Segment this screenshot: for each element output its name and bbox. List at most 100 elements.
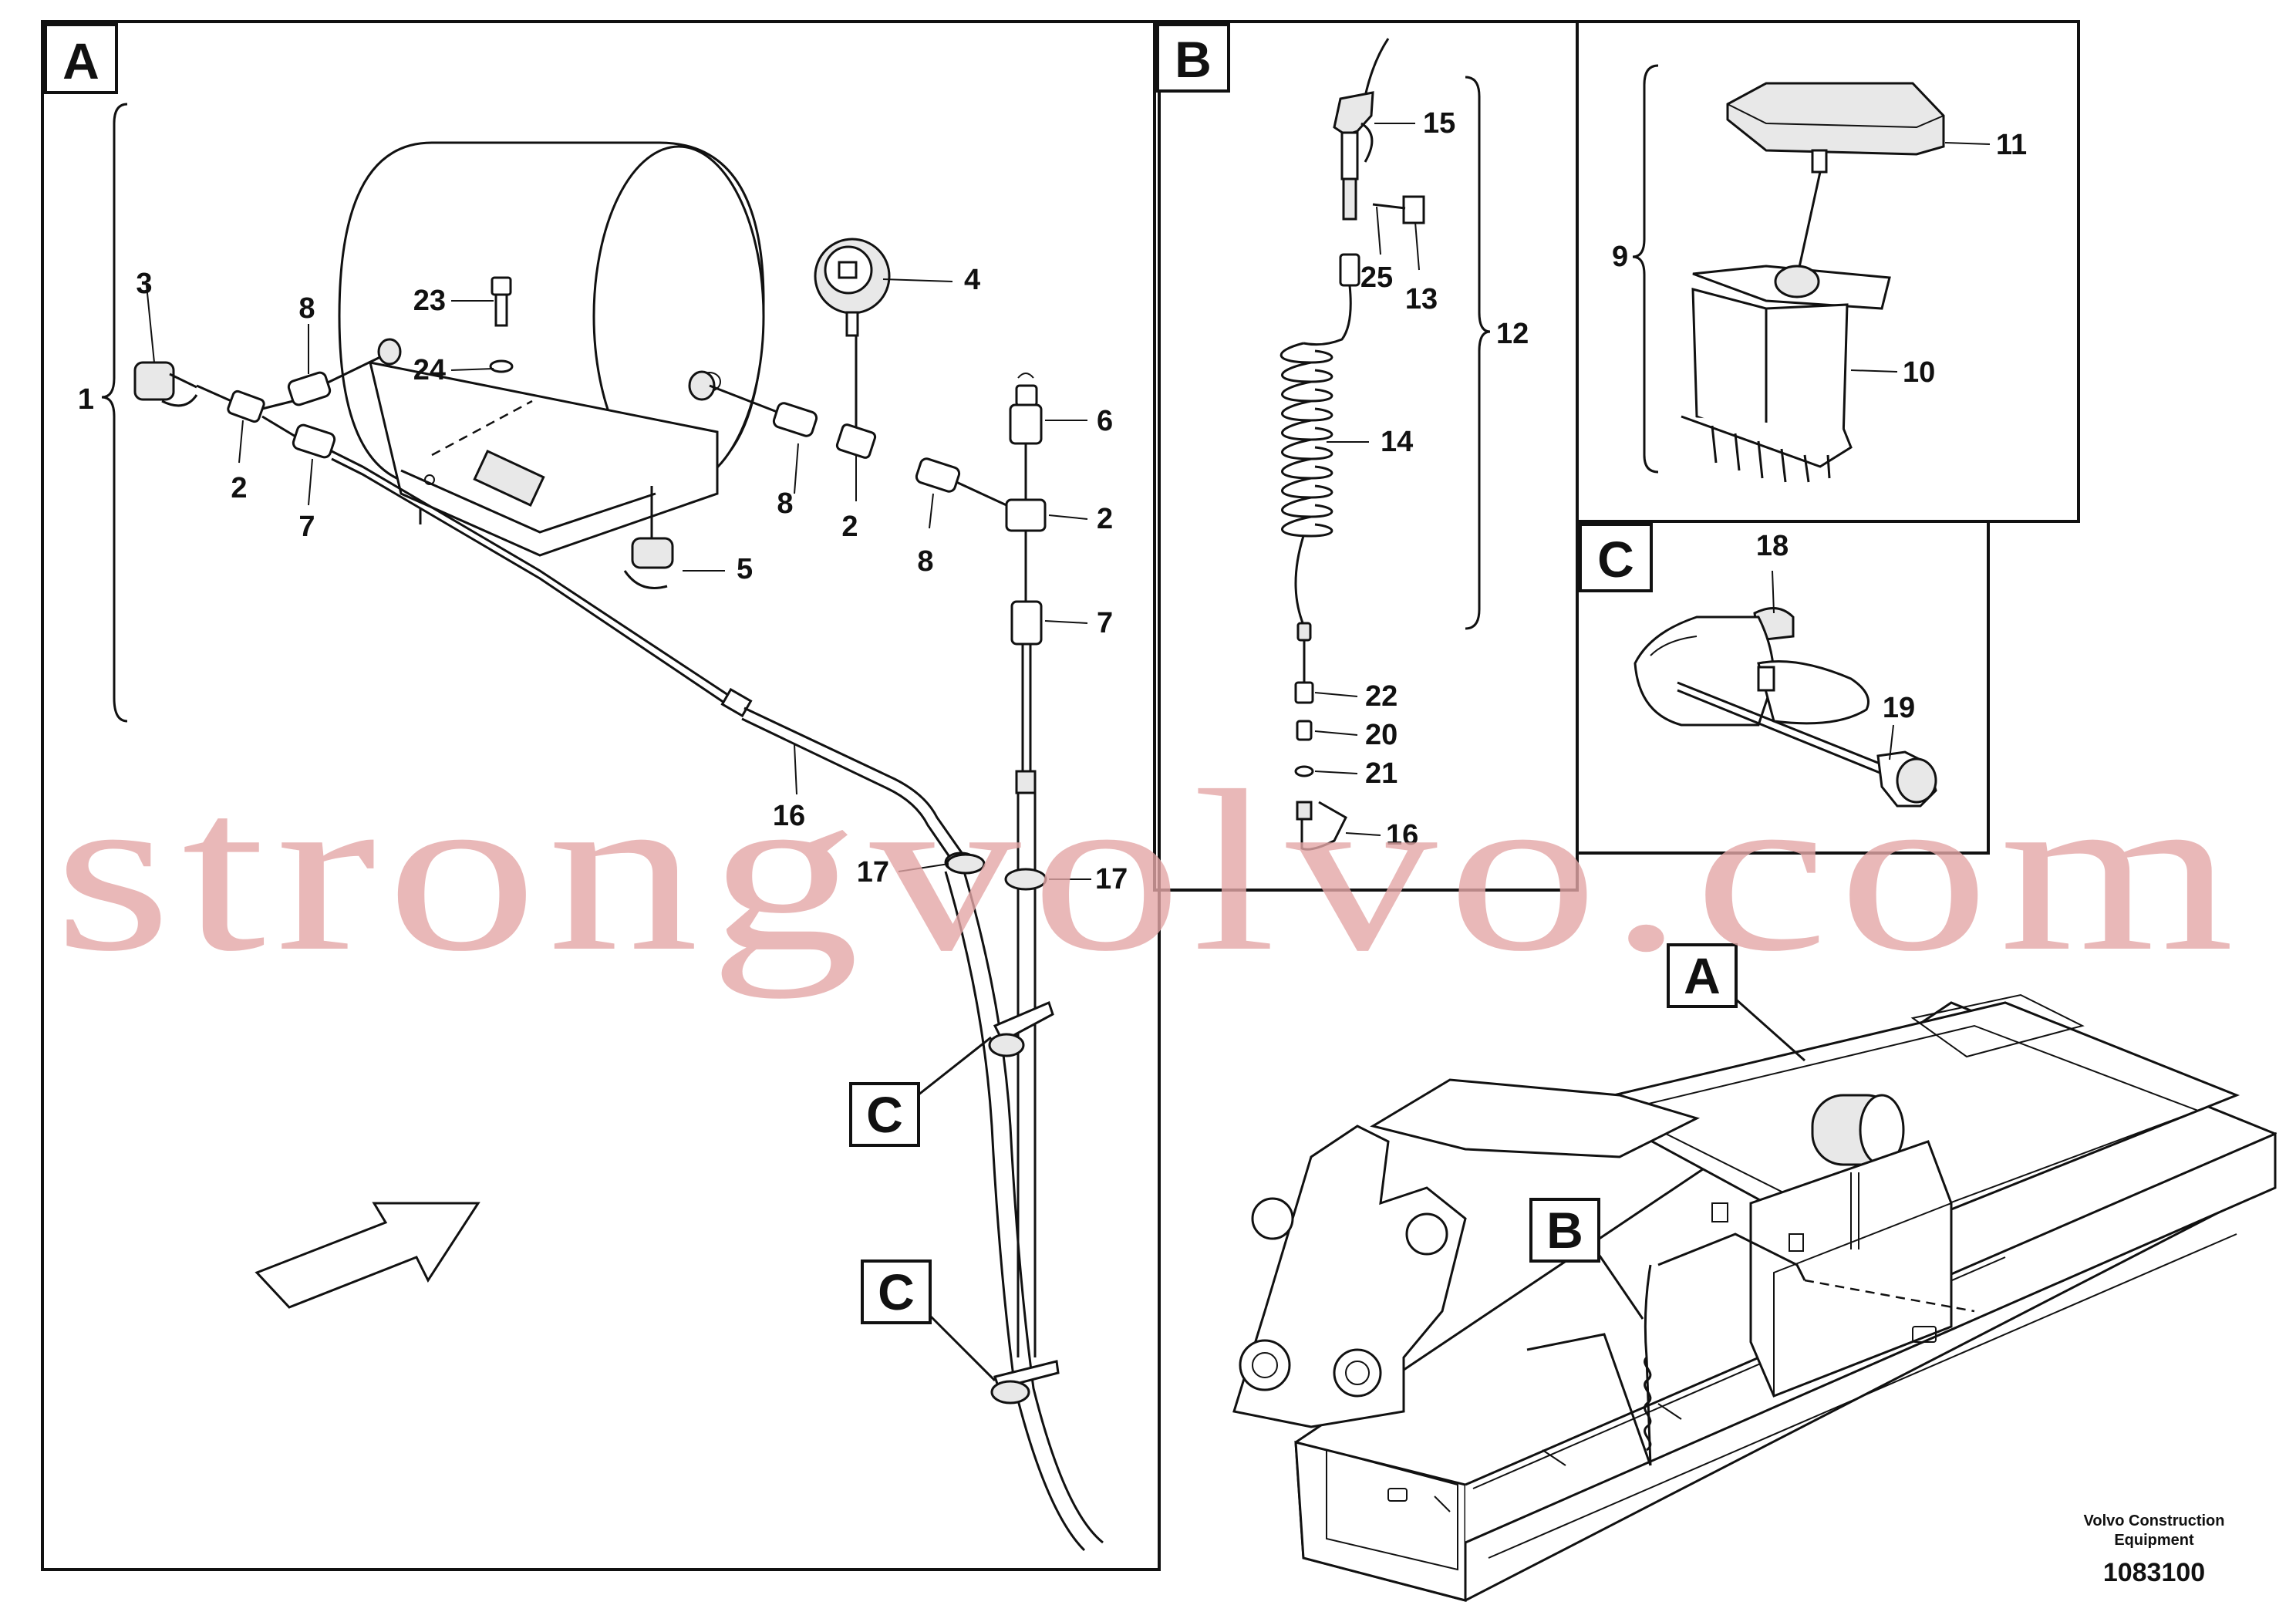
callout-24: 24 [413, 354, 446, 386]
callout-2-a: 2 [231, 472, 247, 504]
air-tank [338, 141, 765, 557]
part-19-bolt [1677, 681, 1937, 808]
part-2-tee-mid [835, 423, 877, 459]
part-16-hose-end [1296, 801, 1347, 851]
view-ref-c-lower: C [861, 1259, 996, 1382]
callout-4: 4 [964, 264, 980, 296]
hose-16-upper [331, 450, 733, 700]
view-ref-b: B [1529, 1198, 1644, 1320]
callout-17-a: 17 [857, 856, 889, 889]
footer-brand-line2: Equipment [2114, 1532, 2194, 1549]
overview-air-tank [1811, 1094, 1905, 1166]
part-24-washer [489, 359, 514, 373]
callout-15: 15 [1423, 107, 1455, 140]
callout-2-c: 2 [841, 511, 858, 543]
callout-6: 6 [1097, 405, 1113, 437]
part-4-pressure-gauge [814, 238, 891, 337]
part-10-switch-body [1681, 265, 1891, 483]
panel-c-frame [1576, 520, 1990, 855]
hose-fitting [1015, 770, 1037, 794]
tank-port-right [688, 370, 716, 401]
callout-7-b: 7 [1097, 607, 1113, 639]
panel-c-letter-box [1579, 523, 1653, 592]
callout-5: 5 [737, 553, 753, 585]
callout-8-c: 8 [917, 545, 933, 578]
part-13-clip [1402, 195, 1425, 224]
panel-a-letter: A [62, 32, 99, 89]
hose-coupler [1339, 253, 1360, 287]
part-25-screw [1372, 203, 1406, 210]
panel-a-letter-box [44, 23, 118, 94]
callout-2-b: 2 [1097, 503, 1113, 535]
part-18-clamp [1633, 607, 1870, 727]
footer-brand-line1: Volvo Construction [2084, 1512, 2225, 1529]
part-14-coiled-hose [1279, 342, 1333, 626]
callout-14: 14 [1381, 426, 1413, 458]
panel-b: B [1153, 20, 1579, 892]
callout-19: 19 [1883, 692, 1915, 724]
svg-text:A: A [1684, 947, 1721, 1004]
part-6-sensor [1009, 373, 1043, 501]
callout-18: 18 [1756, 530, 1789, 562]
callout-7-a: 7 [298, 511, 315, 543]
callout-3: 3 [136, 268, 152, 300]
callout-1: 1 [78, 383, 94, 416]
part-22-nipple [1294, 681, 1314, 704]
callout-22: 22 [1365, 680, 1397, 713]
hose-end [1296, 622, 1312, 642]
part-8-nipple-right [915, 457, 961, 493]
callout-8-b: 8 [777, 487, 793, 520]
svg-text:C: C [866, 1086, 903, 1143]
callout-25: 25 [1360, 261, 1393, 294]
svg-text:B: B [1546, 1202, 1583, 1259]
bracket-9 [1632, 64, 1659, 474]
part-11-knob [1726, 82, 1945, 278]
tank-port-left [377, 338, 402, 366]
part-8-nipple-left [287, 371, 332, 406]
callout-8-a: 8 [298, 292, 315, 325]
view-ref-a: A [1667, 943, 1805, 1062]
panel-c: C [1576, 520, 1990, 855]
panel-b-letter: B [1175, 31, 1212, 88]
part-21-washer [1294, 765, 1314, 777]
drawing-number: 1083100 [2103, 1558, 2205, 1587]
part-7-nipple-left [292, 423, 336, 459]
direction-arrow [255, 1202, 480, 1309]
watermark: strongvolvo.com [54, 743, 2244, 1000]
part-8-nipple-mid [772, 402, 818, 437]
part-2-tee-right [1005, 498, 1047, 532]
clamp-upper [988, 1000, 1054, 1057]
panel-a: A [41, 20, 1161, 1571]
panel-switch [1576, 20, 2080, 523]
part-20-nipple [1296, 720, 1313, 741]
callout-12: 12 [1496, 318, 1529, 350]
callout-16-b: 16 [1386, 819, 1418, 851]
view-ref-c-upper: C [849, 1036, 992, 1147]
callout-11: 11 [1996, 129, 2027, 161]
part-15-blow-gun [1333, 38, 1390, 180]
clamp-lower [990, 1360, 1060, 1404]
bracket-12 [1465, 76, 1491, 630]
machine-frame-overview [1232, 993, 2277, 1602]
part-3-fitting [133, 361, 232, 407]
pipe-8-to-tank [327, 355, 383, 384]
svg-text:C: C [878, 1263, 915, 1320]
part-7-nipple-right [1010, 600, 1043, 646]
callout-23: 23 [413, 285, 446, 317]
part-17-grommet-right [1004, 868, 1047, 891]
panel-a-frame [41, 20, 1161, 1571]
callout-9: 9 [1612, 241, 1628, 273]
part-2-tee-left [227, 389, 302, 441]
panel-b-letter-box [1156, 23, 1230, 93]
callout-17-b: 17 [1095, 863, 1128, 895]
callout-13: 13 [1405, 283, 1438, 315]
callout-20: 20 [1365, 719, 1397, 751]
part-23-bolt [491, 276, 512, 327]
bracket-1 [101, 103, 128, 723]
callout-21: 21 [1365, 757, 1397, 790]
callout-16-a: 16 [773, 800, 805, 832]
part-5-drain-valve [623, 486, 674, 589]
panel-c-letter: C [1597, 531, 1634, 588]
callout-10: 10 [1903, 356, 1935, 389]
